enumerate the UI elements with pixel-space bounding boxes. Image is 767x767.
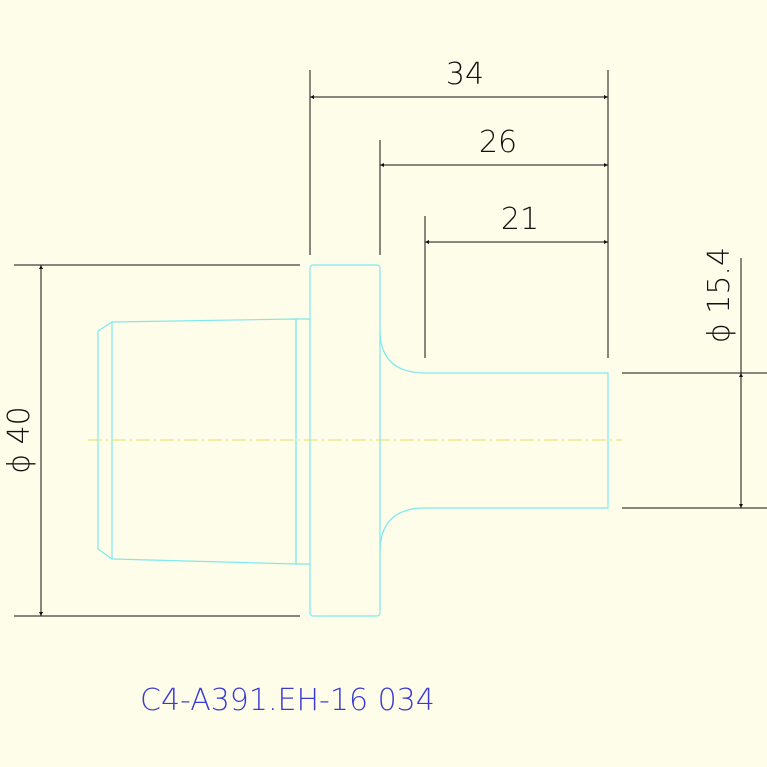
dimension-label-diameter-40: ϕ 40	[2, 406, 37, 474]
dimension-diameter-15-4	[622, 258, 767, 509]
neck	[296, 318, 310, 565]
dimension-label-diameter-15-4: ϕ 15.4	[702, 247, 737, 343]
tapered-body	[97, 318, 297, 565]
dimension-34	[309, 70, 609, 358]
shaft	[379, 329, 609, 553]
dimension-21	[424, 216, 608, 358]
dimension-label-26: 26	[479, 125, 517, 160]
dimension-26	[379, 140, 608, 255]
dimension-label-34: 34	[446, 57, 484, 92]
dimension-label-21: 21	[501, 202, 539, 237]
part-number: C4-A391.EH-16 034	[140, 683, 435, 718]
flange	[309, 264, 381, 617]
dimension-diameter-40	[14, 264, 300, 617]
